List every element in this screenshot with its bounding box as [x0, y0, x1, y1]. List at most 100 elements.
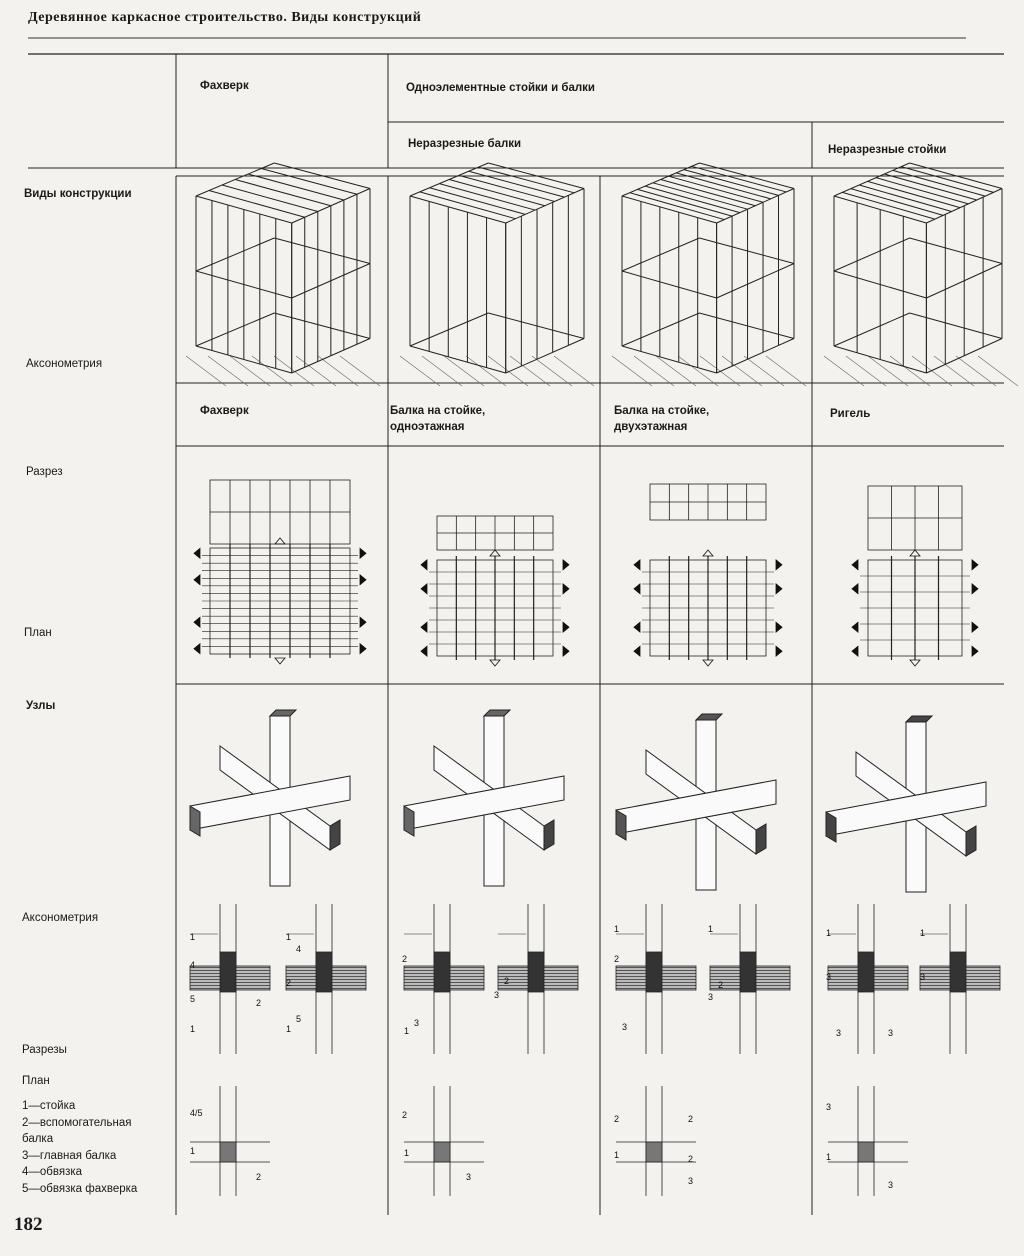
callout-number: 4/5	[190, 1108, 203, 1118]
callout-number: 3	[622, 1022, 627, 1032]
cut-post	[857, 1141, 875, 1163]
ground-line	[443, 355, 485, 387]
post-end	[694, 713, 724, 721]
callout-number: 1	[614, 924, 619, 934]
frame-two-storey	[611, 162, 807, 387]
ground-line	[487, 355, 529, 387]
section-title-single-storey: Балка на стойке, одноэтажная	[390, 405, 486, 433]
joist	[901, 166, 994, 193]
row-label-sections: Разрезы	[22, 1044, 67, 1056]
row-label-axonometry: Аксонометрия	[26, 358, 103, 370]
node-section-1	[189, 904, 271, 1054]
joist	[261, 168, 358, 195]
plan-two-storey	[633, 483, 783, 667]
joist	[645, 185, 740, 214]
ground-line	[465, 355, 507, 387]
ground-line	[531, 355, 573, 387]
ground-line	[185, 355, 227, 387]
table-grid	[28, 54, 1004, 1215]
section-marker	[851, 645, 859, 658]
post-end	[268, 709, 298, 717]
callout-number: 3	[466, 1172, 471, 1182]
callout-number: 1	[190, 1146, 195, 1156]
callout-number: 2	[402, 954, 407, 964]
ground-line	[509, 355, 551, 387]
joist	[248, 173, 345, 201]
ground-line	[823, 355, 865, 387]
row-label-nodes: Узлы	[26, 700, 56, 712]
section-marker	[359, 547, 367, 560]
ground-line	[743, 355, 785, 387]
callout-number: 2	[256, 998, 261, 1008]
ground-line	[721, 355, 763, 387]
section-title-fachwerk: Фахверк	[200, 405, 249, 417]
section-marker	[359, 573, 367, 586]
callout-number: 4	[296, 944, 301, 954]
beam	[195, 312, 275, 347]
joist	[629, 192, 725, 221]
section-marker	[489, 549, 501, 557]
section-marker	[562, 621, 570, 634]
frame-fachwerk	[185, 162, 381, 387]
row-label-section: Разрез	[26, 466, 63, 478]
beam	[409, 345, 506, 374]
beam-end	[189, 805, 201, 837]
joist	[652, 182, 748, 210]
joist	[683, 169, 779, 196]
section-marker	[775, 558, 783, 571]
beam-end	[615, 809, 627, 841]
joist	[221, 184, 318, 212]
callout-number: 2	[256, 1172, 261, 1182]
plan-girder	[851, 485, 979, 667]
section-marker	[851, 621, 859, 634]
ground-line	[273, 355, 315, 387]
beam	[833, 237, 910, 272]
legend-item: 1—стойка	[22, 1100, 76, 1112]
section-title-two-storey: Балка на стойке, двухэтажная	[614, 405, 710, 433]
ground-line	[765, 355, 807, 387]
callout-number: 1	[286, 932, 291, 942]
beam	[909, 312, 1003, 339]
section-marker	[489, 659, 501, 667]
callout-number: 1	[286, 1024, 291, 1034]
frame-girder	[823, 162, 1019, 387]
callout-number: 3	[414, 1018, 419, 1028]
page-number: 182	[14, 1214, 43, 1235]
cut-post	[949, 951, 967, 993]
node-section-4	[497, 904, 579, 1054]
joist	[892, 169, 986, 197]
cut-post	[527, 951, 545, 993]
callout-number: 3	[836, 1028, 841, 1038]
beam-end	[825, 811, 837, 843]
beam	[699, 237, 795, 264]
section-marker	[420, 621, 428, 634]
ground-line	[229, 355, 271, 387]
cut-post	[739, 951, 757, 993]
section-plan-drawings	[193, 479, 979, 667]
joist	[875, 177, 969, 205]
node-section-8	[919, 904, 1001, 1054]
ground-line	[867, 355, 909, 387]
beam	[505, 338, 585, 374]
joist	[419, 191, 516, 220]
row-label-plan: План	[24, 627, 52, 639]
node-girder	[825, 715, 987, 893]
ground-line	[677, 355, 719, 387]
callout-number: 5	[296, 1014, 301, 1024]
ground-line	[317, 355, 359, 387]
node-section-6	[709, 904, 791, 1054]
callout-number: 1	[614, 1150, 619, 1160]
callout-number: 2	[718, 980, 723, 990]
node-plan-2	[404, 1086, 484, 1196]
callout-number: 1	[920, 928, 925, 938]
joist	[439, 183, 536, 211]
ground-line	[933, 355, 975, 387]
ground-line	[889, 355, 931, 387]
joist	[676, 172, 771, 200]
joist	[458, 174, 555, 202]
beam-end	[965, 825, 977, 857]
joist	[429, 187, 526, 215]
callout-number: 2	[688, 1114, 693, 1124]
post-end	[482, 709, 512, 717]
